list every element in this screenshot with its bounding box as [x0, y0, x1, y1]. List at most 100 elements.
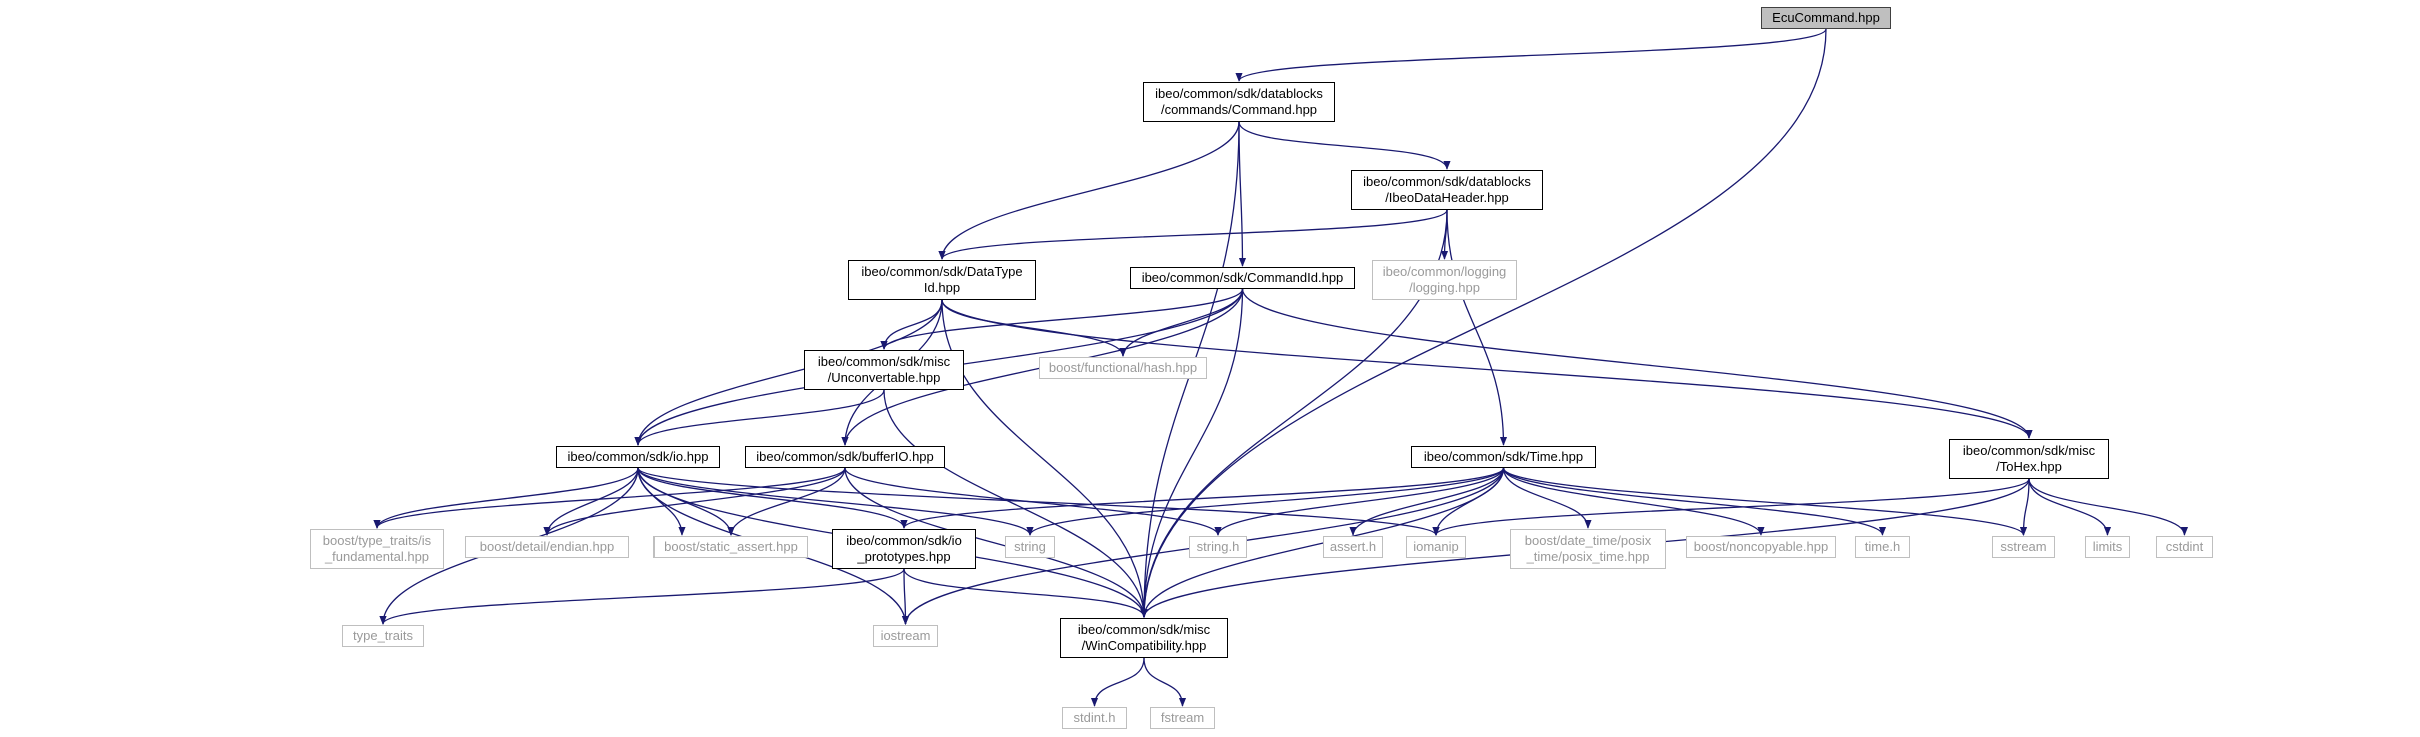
node-unconvertable[interactable]: ibeo/common/sdk/misc/Unconvertable.hpp: [804, 350, 964, 390]
node-label-line: /Unconvertable.hpp: [827, 370, 941, 385]
node-cstdint: cstdint: [2156, 536, 2213, 558]
node-hash: boost/functional/hash.hpp: [1039, 357, 1207, 379]
node-label-line: iostream: [880, 628, 931, 643]
edge-io-to-ioprototypes: [637, 467, 908, 529]
node-ioprototypes[interactable]: ibeo/common/sdk/io_prototypes.hpp: [832, 529, 976, 569]
node-label-line: ibeo/common/sdk/datablocks: [1155, 86, 1323, 101]
node-label-line: ibeo/common/sdk/datablocks: [1363, 174, 1531, 189]
node-iostream: iostream: [873, 625, 938, 647]
edge-time-to-posixtime: [1502, 467, 1592, 529]
node-label-line: /ToHex.hpp: [1996, 459, 2062, 474]
edge-time-to-string: [1026, 467, 1505, 536]
node-label-line: boost/date_time/posix: [1524, 533, 1652, 548]
edge-datatypeid-to-hash: [941, 299, 1127, 357]
node-label-line: type_traits: [353, 628, 413, 643]
edge-ibeodataheader-to-time: [1446, 209, 1508, 446]
node-label-line: time.h: [1864, 539, 1901, 554]
edge-commandid-to-wincompat: [1140, 288, 1244, 618]
node-label-line: ibeo/common/sdk/io: [846, 533, 962, 548]
edge-tohex-to-sstream: [2019, 478, 2030, 536]
edge-bufferio-to-wincompat: [844, 467, 1148, 618]
edge-io-to-iomanip: [637, 467, 1440, 536]
edge-ioprototypes-to-iostream: [901, 568, 910, 625]
node-label-line: ibeo/common/sdk/DataType: [861, 264, 1023, 279]
edge-time-to-sstream: [1502, 467, 2027, 536]
edge-wincompat-to-stdinth: [1090, 657, 1145, 707]
edge-time-to-timeh: [1502, 467, 1886, 536]
node-label-line: ibeo/common/sdk/misc: [1962, 443, 2096, 458]
edge-io-to-endian: [543, 467, 639, 536]
edge-io-to-isfundamental: [373, 467, 639, 529]
edge-bufferio-to-isfundamental: [373, 467, 846, 529]
node-label-line: ibeo/common/sdk/bufferIO.hpp: [756, 449, 934, 464]
edge-command-to-ibeodataheader: [1238, 121, 1451, 170]
edge-commandid-to-unconvertable: [880, 288, 1244, 350]
node-sstream: sstream: [1992, 536, 2055, 558]
edge-command-to-datatypeid: [938, 121, 1240, 260]
node-command[interactable]: ibeo/common/sdk/datablocks/commands/Comm…: [1143, 82, 1335, 122]
edge-time-to-asserth: [1349, 467, 1505, 536]
node-stringh: string.h: [1189, 536, 1247, 558]
node-logging: ibeo/common/logging/logging.hpp: [1372, 260, 1517, 300]
node-ibeodataheader[interactable]: ibeo/common/sdk/datablocks/IbeoDataHeade…: [1351, 170, 1543, 210]
edge-ecucommand-to-wincompat: [1140, 28, 1827, 618]
edge-unconvertable-to-io: [634, 389, 885, 446]
node-label-line: limits: [2092, 539, 2123, 554]
node-fstream: fstream: [1150, 707, 1215, 729]
node-wincompat[interactable]: ibeo/common/sdk/misc/WinCompatibility.hp…: [1060, 618, 1228, 658]
edge-command-to-commandid: [1238, 121, 1247, 267]
node-label-line: _prototypes.hpp: [857, 549, 951, 564]
edge-commandid-to-tohex: [1241, 288, 2033, 439]
node-label-line: boost/functional/hash.hpp: [1048, 360, 1198, 375]
node-typetraits: type_traits: [342, 625, 424, 647]
node-label-line: boost/static_assert.hpp: [664, 539, 798, 554]
node-staticassert: boost/static_assert.hpp: [654, 536, 808, 558]
edge-time-to-ioprototypes: [900, 467, 1505, 529]
node-endian: boost/detail/endian.hpp: [465, 536, 629, 558]
edge-time-to-stringh: [1214, 467, 1505, 536]
node-label-line: Id.hpp: [923, 280, 961, 295]
edge-ioprototypes-to-wincompat: [903, 568, 1148, 618]
node-asserth: assert.h: [1323, 536, 1383, 558]
node-label-line: /logging.hpp: [1409, 280, 1480, 295]
node-commandid[interactable]: ibeo/common/sdk/CommandId.hpp: [1130, 267, 1355, 289]
node-noncopyable: boost/noncopyable.hpp: [1686, 536, 1836, 558]
node-label-line: /WinCompatibility.hpp: [1081, 638, 1207, 653]
edge-wincompat-to-fstream: [1143, 657, 1187, 707]
edge-io-to-string: [637, 467, 1034, 536]
node-limits: limits: [2085, 536, 2130, 558]
node-label-line: ibeo/common/sdk/io.hpp: [567, 449, 709, 464]
node-isfundamental: boost/type_traits/is_fundamental.hpp: [310, 529, 444, 569]
node-iomanip: iomanip: [1406, 536, 1466, 558]
node-stdinth: stdint.h: [1062, 707, 1127, 729]
node-label-line: _time/posix_time.hpp: [1526, 549, 1650, 564]
node-label-line: ibeo/common/logging: [1382, 264, 1507, 279]
node-label-line: boost/type_traits/is: [322, 533, 432, 548]
edge-bufferio-to-endian: [543, 467, 846, 536]
node-label-line: _fundamental.hpp: [324, 549, 430, 564]
node-label-line: boost/detail/endian.hpp: [479, 539, 615, 554]
node-label-line: sstream: [2000, 539, 2047, 554]
edge-ecucommand-to-command: [1235, 28, 1827, 82]
edge-tohex-to-limits: [2028, 478, 2112, 536]
node-label-line: /commands/Command.hpp: [1160, 102, 1318, 117]
node-label-line: iomanip: [1413, 539, 1459, 554]
node-label-line: ibeo/common/sdk/misc: [1077, 622, 1211, 637]
node-label-line: EcuCommand.hpp: [1772, 10, 1880, 25]
edge-datatypeid-to-io: [634, 299, 943, 446]
node-label-line: /IbeoDataHeader.hpp: [1385, 190, 1509, 205]
node-label-line: ibeo/common/sdk/Time.hpp: [1423, 449, 1584, 464]
node-time[interactable]: ibeo/common/sdk/Time.hpp: [1411, 446, 1596, 468]
node-io[interactable]: ibeo/common/sdk/io.hpp: [556, 446, 720, 468]
edge-bufferio-to-staticassert: [727, 467, 846, 536]
node-label-line: string: [1014, 539, 1046, 554]
node-tohex[interactable]: ibeo/common/sdk/misc/ToHex.hpp: [1949, 439, 2109, 479]
node-label-line: ibeo/common/sdk/misc: [817, 354, 951, 369]
edge-ioprototypes-to-typetraits: [379, 568, 905, 625]
edge-unconvertable-to-wincompat: [883, 389, 1148, 618]
node-timeh: time.h: [1855, 536, 1910, 558]
node-bufferio[interactable]: ibeo/common/sdk/bufferIO.hpp: [745, 446, 945, 468]
node-label-line: cstdint: [2165, 539, 2204, 554]
